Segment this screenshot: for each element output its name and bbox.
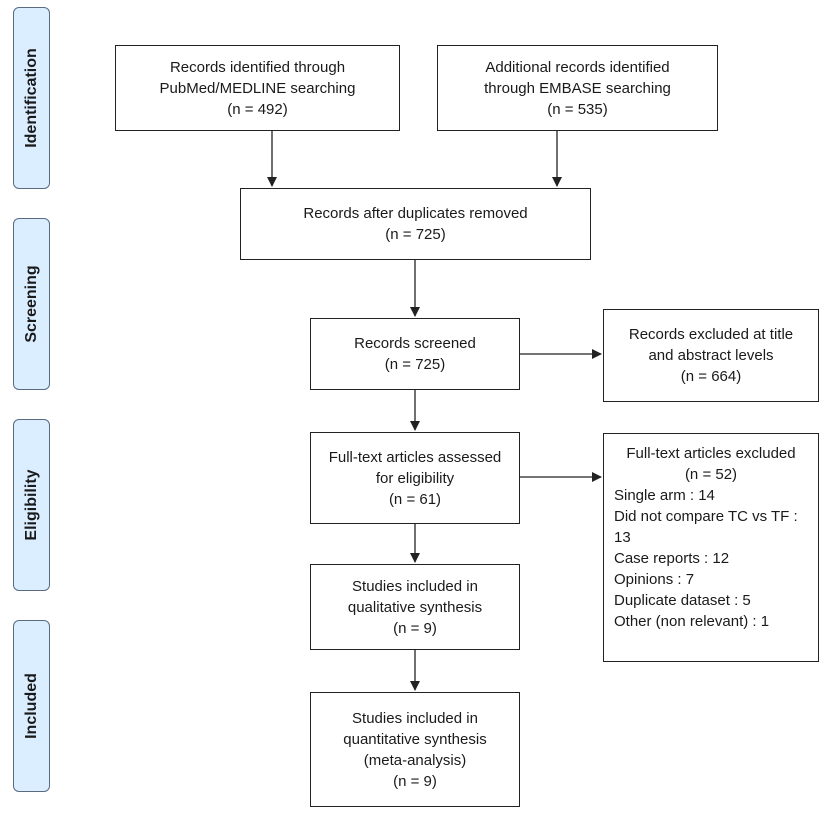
box-fulltext-assessed: Full-text articles assessed for eligibil… [310, 432, 520, 524]
exclusion-reason: Duplicate dataset : 5 [614, 592, 751, 609]
box-qualitative-synthesis: Studies included in qualitative synthesi… [310, 564, 520, 650]
exclusion-reason: Case reports : 12 [614, 550, 730, 567]
box-text-line: and abstract levels [648, 347, 774, 364]
box-text-line: Full-text articles assessed [328, 448, 502, 466]
exclusion-reason: Single arm : 14 [614, 487, 715, 504]
box-text-line: (n = 61) [388, 490, 442, 508]
exclusion-reason: Opinions : 7 [614, 571, 695, 588]
box-text-line: qualitative synthesis [347, 598, 483, 616]
box-after-duplicates: Records after duplicates removed (n = 72… [240, 188, 591, 260]
box-records-screened: Records screened (n = 725) [310, 318, 520, 390]
box-text-line: (n = 725) [384, 356, 446, 373]
exclusion-reason: Other (non relevant) : 1 [614, 613, 770, 630]
box-text-line: Studies included in [352, 709, 478, 727]
box-text-line: Studies included in [352, 577, 478, 595]
phase-identification: Identification [13, 7, 50, 189]
box-text-line: (n = 9) [393, 619, 437, 637]
box-text-line: Additional records identified [485, 58, 670, 76]
box-text-line: Records screened [354, 335, 476, 352]
phase-included: Included [13, 620, 50, 792]
box-embase-records: Additional records identified through EM… [437, 45, 718, 131]
box-quantitative-synthesis: Studies included in quantitative synthes… [310, 692, 520, 807]
box-text-line: (meta-analysis) [363, 751, 467, 769]
box-fulltext-excluded: Full-text articles excluded (n = 52) Sin… [603, 433, 819, 662]
box-text-line: (n = 492) [227, 100, 288, 118]
box-text-line: (n = 725) [385, 226, 446, 243]
phase-eligibility: Eligibility [13, 419, 50, 591]
box-text-line: (n = 535) [547, 100, 608, 118]
box-excluded-title-abstract: Records excluded at title and abstract l… [603, 309, 819, 402]
box-text-line: (n = 664) [680, 368, 742, 385]
exclusion-reason: Did not compare TC vs TF : [614, 508, 798, 525]
box-text-line: Records after duplicates removed [303, 205, 528, 222]
box-text-line: through EMBASE searching [484, 79, 671, 97]
box-text-line: Records identified through [169, 58, 346, 76]
box-text-line: (n = 9) [393, 772, 437, 790]
box-text-line: for eligibility [375, 469, 455, 487]
box-text-line: PubMed/MEDLINE searching [159, 79, 356, 97]
box-text-line: (n = 52) [684, 466, 738, 483]
exclusion-reason: 13 [614, 529, 631, 546]
box-pubmed-records: Records identified through PubMed/MEDLIN… [115, 45, 400, 131]
box-text-line: quantitative synthesis [343, 730, 487, 748]
box-text-line: Records excluded at title [628, 326, 794, 343]
box-text-line: Full-text articles excluded [626, 445, 796, 462]
phase-screening: Screening [13, 218, 50, 390]
